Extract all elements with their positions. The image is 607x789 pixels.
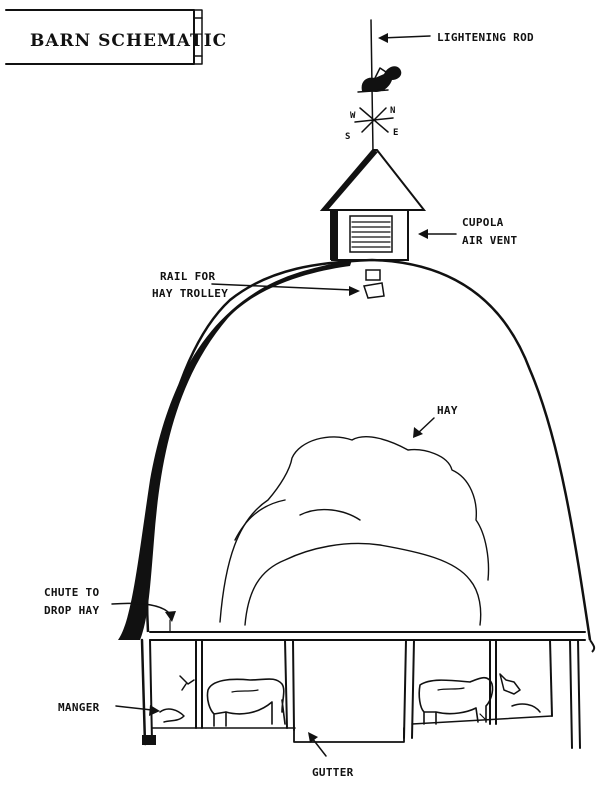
label-hay-trolley: HAY TROLLEY: [152, 287, 228, 300]
label-hay: HAY: [437, 404, 458, 417]
title-plaque: BARN SCHEMATIC: [5, 9, 227, 65]
label-manger: MANGER: [58, 701, 100, 714]
callout-lightning-rod: LIGHTENING ROD: [378, 31, 534, 44]
hay-trolley-rail: [363, 269, 385, 299]
compass-north: N: [390, 106, 395, 116]
label-cupola: CUPOLA: [462, 216, 504, 229]
label-drop-hay: DROP HAY: [44, 604, 99, 617]
label-air-vent: AIR VENT: [462, 234, 517, 247]
hay-piles: [219, 436, 490, 626]
diagram-title: BARN SCHEMATIC: [30, 31, 227, 51]
label-rail-for: RAIL FOR: [160, 270, 215, 283]
callout-hay: HAY: [413, 404, 458, 438]
cow-right-icon: [418, 676, 494, 725]
callout-chute: CHUTE TO DROP HAY: [44, 586, 176, 622]
loft-floor: [149, 619, 586, 641]
compass-west: W: [350, 111, 356, 121]
label-chute-to: CHUTE TO: [44, 586, 99, 599]
callout-gutter: GUTTER: [308, 732, 354, 779]
cow-head-left-icon: [159, 675, 195, 723]
rooster-weathervane-icon: [357, 66, 402, 93]
callout-cupola-air-vent: CUPOLA AIR VENT: [418, 216, 517, 247]
gutter: [293, 727, 405, 743]
cupola-air-vent: [349, 215, 393, 253]
cupola: [319, 149, 427, 261]
compass-east: E: [393, 128, 398, 138]
callout-hay-trolley-rail: RAIL FOR HAY TROLLEY: [152, 270, 360, 300]
label-gutter: GUTTER: [312, 766, 354, 779]
compass-south: S: [345, 132, 350, 142]
barn-roof: [118, 258, 596, 653]
compass-directions: W N S E: [345, 106, 398, 142]
label-lightning-rod: LIGHTENING ROD: [437, 31, 534, 44]
cow-head-right-icon: [499, 673, 541, 713]
callout-manger: MANGER: [58, 701, 160, 716]
cow-left-icon: [206, 678, 286, 727]
